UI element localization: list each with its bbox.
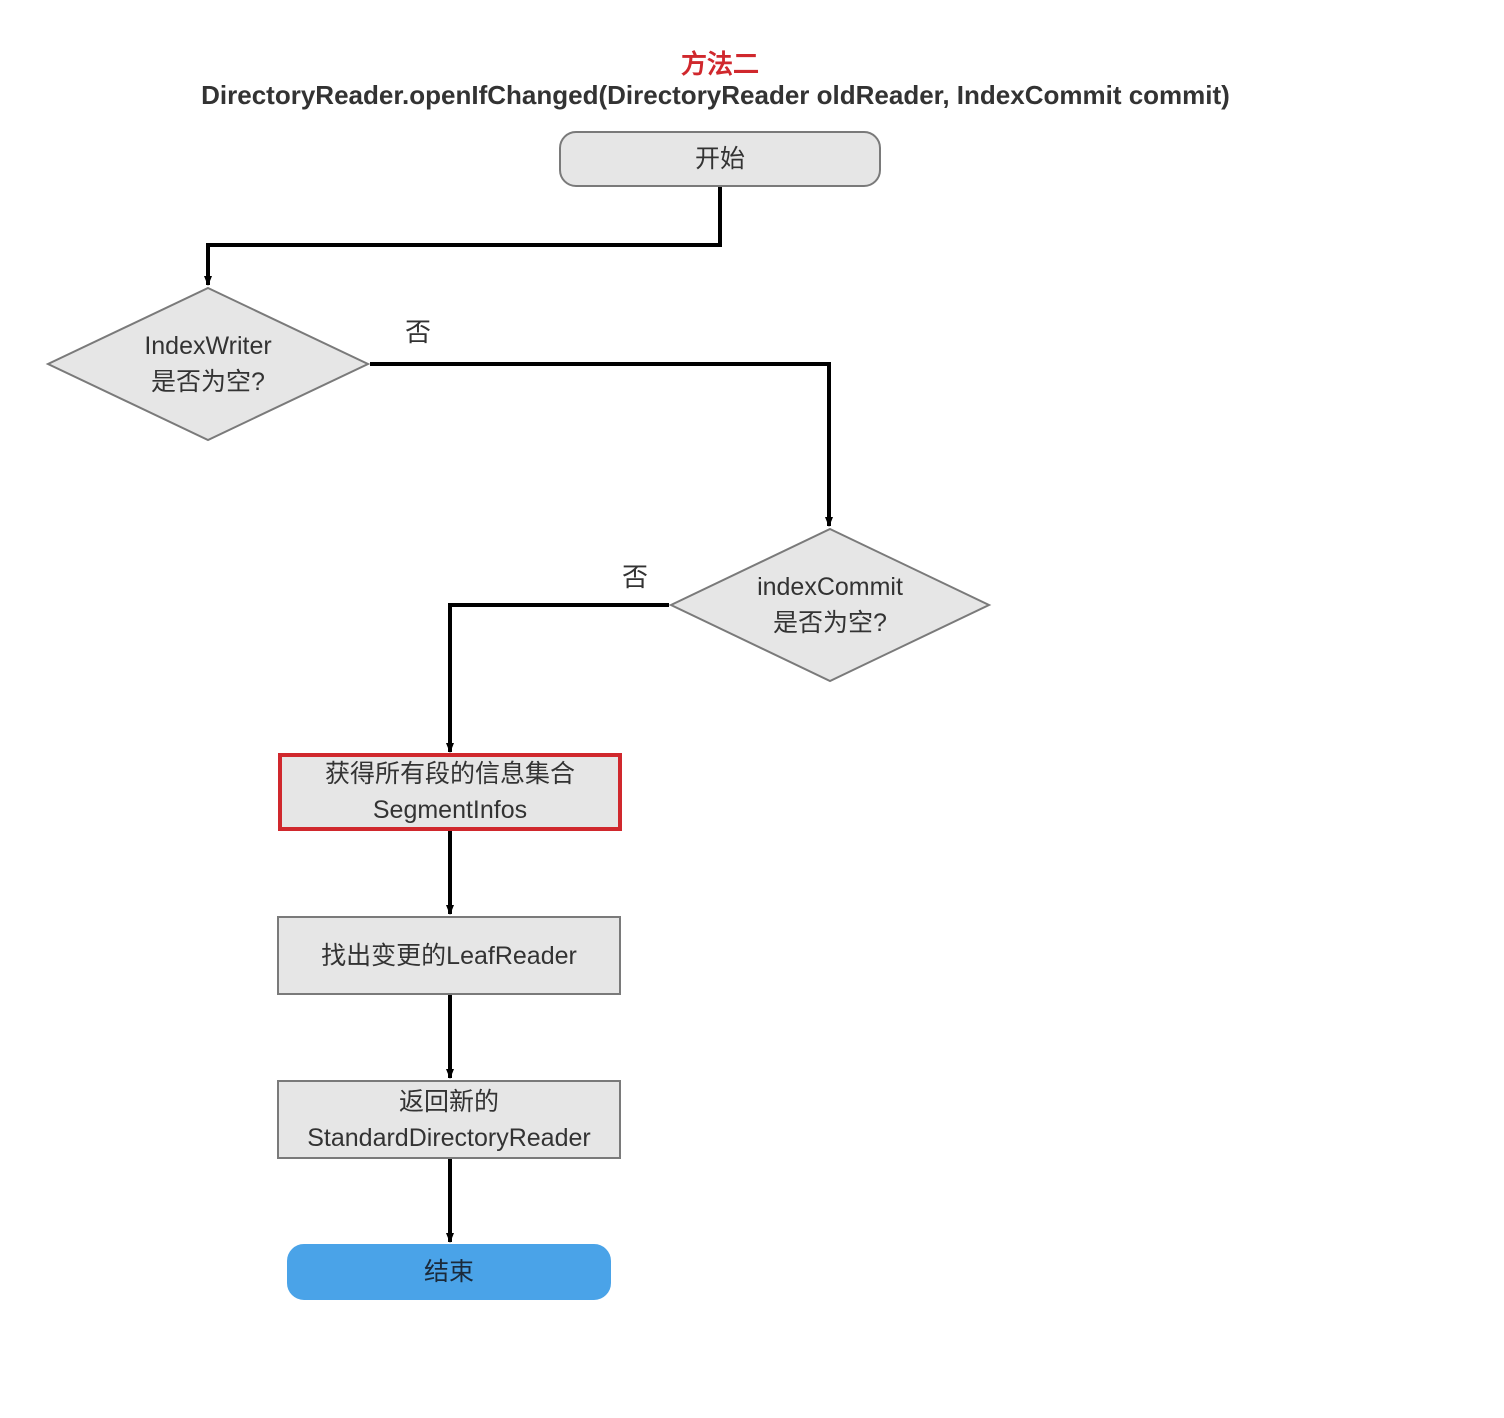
edge-start-to-decision1	[204, 187, 722, 286]
return-reader-label: 返回新的 StandardDirectoryReader	[307, 1087, 591, 1152]
start-label: 开始	[694, 145, 745, 173]
segmentinfos-label: 获得所有段的信息集合 SegmentInfos	[324, 760, 575, 824]
end-label: 结束	[423, 1258, 474, 1286]
edge-decision2-no-to-segmentinfos	[446, 603, 669, 753]
decision2-label: indexCommit 是否为空?	[757, 573, 903, 637]
find-changed-label: 找出变更的LeafReader	[321, 941, 577, 970]
decision-indexwriter-null	[45, 286, 371, 442]
edge-decision1-no-to-decision2	[370, 362, 833, 527]
decision1-label: IndexWriter 是否为空?	[144, 332, 272, 396]
diagram-title: 方法二	[680, 49, 759, 79]
find-changed-leafreader-node	[277, 916, 621, 995]
return-standarddirectoryreader-node	[277, 1080, 621, 1159]
get-segmentinfos-node	[278, 753, 622, 831]
edge-label-no-1: 否	[405, 317, 432, 347]
decision-indexcommit-null	[668, 527, 992, 683]
edge-label-no-2: 否	[622, 562, 649, 592]
end-node	[287, 1244, 611, 1300]
diagram-subtitle: DirectoryReader.openIfChanged(DirectoryR…	[201, 80, 1230, 110]
start-node	[559, 131, 881, 187]
